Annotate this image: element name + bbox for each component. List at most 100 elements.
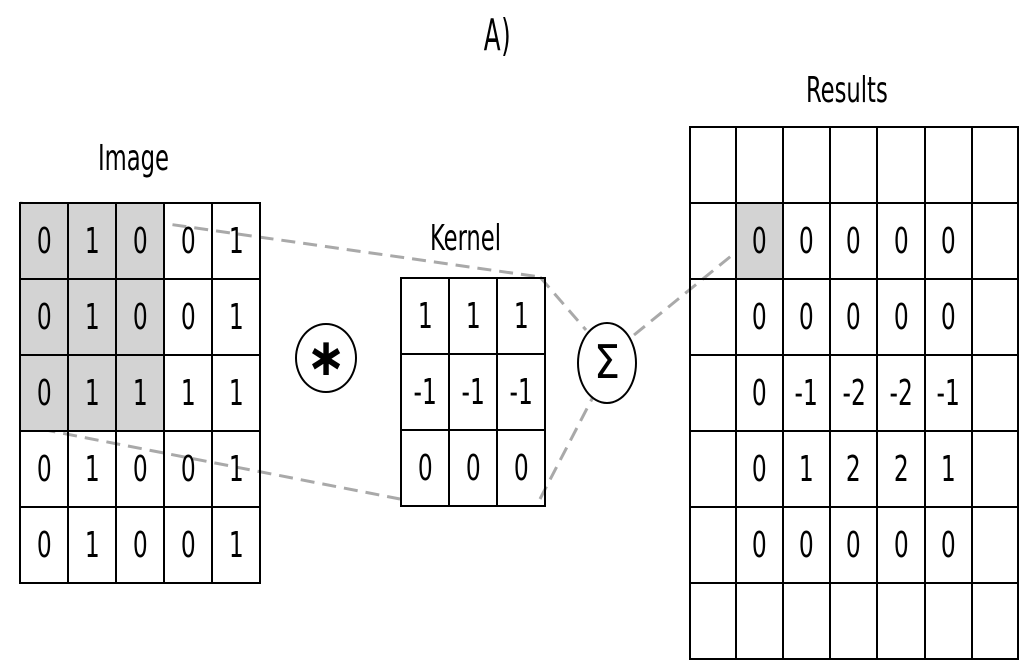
kernel-cell-value: 1 (513, 295, 529, 337)
kernel-cell: 0 (400, 429, 450, 507)
results-cell-value: -1 (936, 372, 961, 414)
kernel-cell: 0 (496, 429, 546, 507)
results-cell: 2 (876, 430, 926, 508)
results-cell: -2 (876, 354, 926, 432)
image-cell: 1 (163, 354, 213, 432)
sigma-icon: Σ (593, 335, 621, 389)
results-cell: 0 (923, 506, 974, 584)
results-cell-value: 0 (846, 220, 862, 262)
convolution-operator: ∗ (295, 323, 357, 393)
results-cell (971, 278, 1019, 356)
results-cell (923, 126, 974, 204)
results-cell (971, 354, 1019, 432)
image-cell-value: 0 (132, 296, 148, 338)
kernel-cell: 1 (400, 277, 450, 355)
results-cell: 0 (829, 202, 879, 280)
results-cell (781, 126, 832, 204)
results-cell (689, 582, 737, 660)
results-cell-value: 1 (941, 448, 956, 490)
image-cell: 0 (19, 202, 69, 280)
results-cell-value: 0 (846, 524, 862, 566)
results-cell: 0 (734, 506, 784, 584)
results-cell-value: 0 (941, 524, 956, 566)
results-cell (971, 126, 1019, 204)
connector-kernel-top (538, 276, 588, 331)
sum-operator: Σ (577, 322, 637, 404)
image-cell: 0 (163, 506, 213, 584)
results-cell-value: 0 (846, 296, 862, 338)
image-cell: 1 (211, 202, 261, 280)
results-cell: -1 (781, 354, 832, 432)
image-cell: 0 (115, 506, 165, 584)
image-cell-value: 1 (84, 220, 100, 262)
kernel-cell-value: -1 (413, 371, 437, 413)
results-cell: 0 (876, 506, 926, 584)
results-cell-value: -2 (889, 372, 913, 414)
results-cell-value: -1 (794, 372, 818, 414)
results-cell-value: 0 (751, 448, 767, 490)
results-cell: 2 (829, 430, 879, 508)
image-cell-value: 0 (180, 524, 196, 566)
kernel-cell-value: 0 (417, 447, 433, 489)
kernel-row: -1-1-1 (400, 353, 546, 431)
results-cell (971, 430, 1019, 508)
image-cell-value: 1 (228, 448, 244, 490)
kernel-label: Kernel (430, 218, 502, 259)
image-cell: 0 (115, 430, 165, 508)
image-cell: 0 (19, 430, 69, 508)
image-cell: 1 (211, 506, 261, 584)
results-cell-value: 0 (941, 296, 956, 338)
results-cell: 0 (734, 278, 784, 356)
image-cell: 0 (19, 506, 69, 584)
image-cell: 1 (67, 354, 117, 432)
results-cell-value: 0 (751, 372, 767, 414)
results-cell-value: 2 (893, 448, 909, 490)
kernel-cell-value: -1 (509, 371, 533, 413)
image-cell-value: 1 (228, 220, 244, 262)
results-cell: 0 (876, 202, 926, 280)
results-cell (971, 582, 1019, 660)
figure-title: A) (483, 10, 512, 61)
image-cell-value: 1 (228, 372, 244, 414)
image-cell-value: 0 (180, 220, 196, 262)
image-cell: 1 (67, 202, 117, 280)
results-cell: 0 (923, 202, 974, 280)
image-cell: 0 (19, 354, 69, 432)
image-cell-value: 0 (180, 448, 196, 490)
image-cell-value: 0 (180, 296, 196, 338)
image-cell: 1 (211, 278, 261, 356)
results-cell: 0 (734, 430, 784, 508)
results-cell (971, 202, 1019, 280)
kernel-cell-value: 1 (417, 295, 433, 337)
results-cell: 0 (876, 278, 926, 356)
results-cell-value: 1 (798, 448, 814, 490)
image-cell: 1 (67, 430, 117, 508)
results-row: 0 -1 -2-2 -1 (689, 354, 1019, 432)
image-cell-value: 1 (84, 296, 100, 338)
kernel-cell: 1 (448, 277, 498, 355)
results-cell: 0 (734, 354, 784, 432)
kernel-cell: 1 (496, 277, 546, 355)
results-cell-value: 0 (751, 220, 767, 262)
results-cell-value: 0 (893, 524, 909, 566)
results-cell (689, 278, 737, 356)
image-cell: 0 (163, 202, 213, 280)
results-cell (876, 582, 926, 660)
results-cell: 0 (923, 278, 974, 356)
image-cell: 1 (67, 278, 117, 356)
results-cell (689, 126, 737, 204)
results-cell: -2 (829, 354, 879, 432)
results-cell-value: 2 (846, 448, 862, 490)
results-cell-value: 0 (798, 220, 814, 262)
image-cell-value: 0 (132, 448, 148, 490)
image-cell-value: 1 (180, 372, 196, 414)
image-cell-value: 1 (84, 372, 100, 414)
